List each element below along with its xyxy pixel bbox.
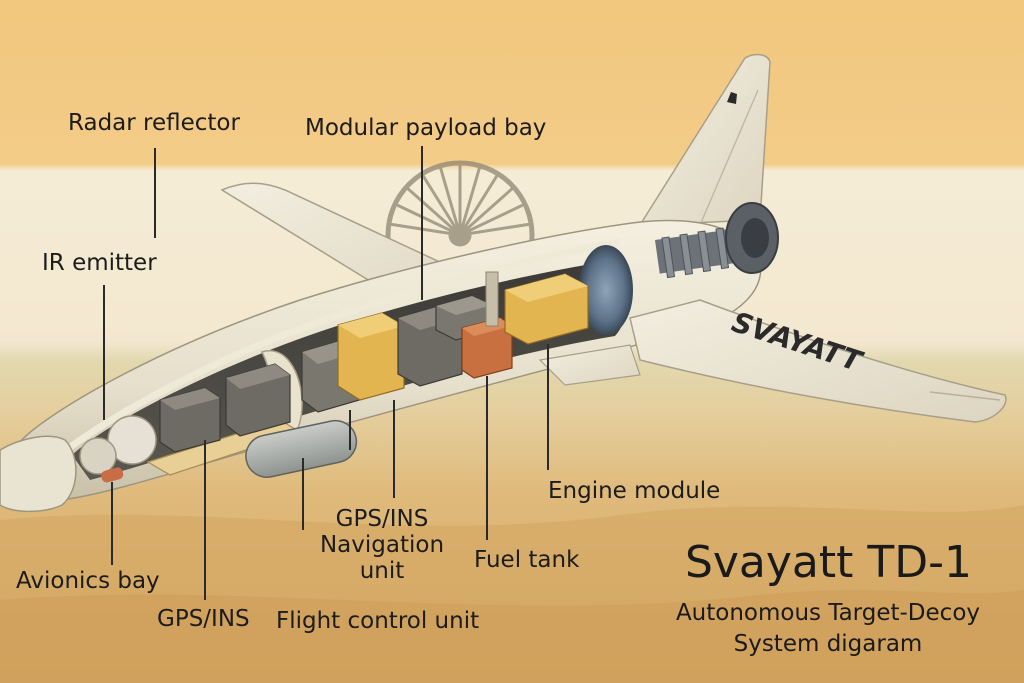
label-modular-payload-bay: Modular payload bay bbox=[305, 115, 547, 141]
ventral-fin bbox=[538, 344, 641, 386]
diagram-title: Svayatt TD-1 bbox=[684, 537, 972, 588]
fuel-tank-box bbox=[461, 317, 513, 379]
bay-rim bbox=[57, 238, 621, 458]
label-gps-ins-nav-line3: unit bbox=[359, 558, 405, 584]
label-gps-ins-nav-line1: GPS/INS bbox=[335, 506, 429, 532]
label-engine-module: Engine module bbox=[548, 478, 721, 504]
engine-module-box bbox=[504, 273, 589, 345]
nose-cone bbox=[0, 435, 77, 513]
label-flight-control-unit: Flight control unit bbox=[276, 608, 480, 634]
desert-dune bbox=[0, 590, 1024, 683]
ir-emitter-nozzle bbox=[101, 467, 124, 483]
chakra-emblem bbox=[385, 160, 535, 310]
engine-rings bbox=[661, 227, 730, 279]
diagram-subtitle-line1: Autonomous Target-Decoy bbox=[675, 600, 980, 626]
payload-rack-post bbox=[485, 271, 499, 327]
flight-control-box bbox=[225, 363, 291, 437]
external-pod bbox=[245, 419, 358, 478]
label-gps-ins-nav-line2: Navigation bbox=[319, 532, 445, 558]
leader-lines bbox=[103, 146, 549, 600]
radar-reflector-sphere bbox=[107, 415, 157, 465]
lower-wing-flap bbox=[929, 391, 1001, 401]
lower-wing bbox=[629, 299, 1007, 423]
engine-nozzle-inner bbox=[741, 218, 769, 258]
diagram-subtitle-line2: System digaram bbox=[733, 631, 923, 657]
label-ir-emitter: IR emitter bbox=[42, 250, 157, 276]
ir-emitter-sphere bbox=[79, 437, 117, 475]
payload-yellow-box bbox=[337, 312, 405, 401]
label-fuel-tank: Fuel tank bbox=[474, 547, 580, 573]
label-gps-ins-navigation-unit: GPS/INS Navigation unit bbox=[312, 506, 452, 584]
label-radar-reflector: Radar reflector bbox=[68, 110, 240, 136]
tail-fin bbox=[638, 53, 771, 226]
tail-emblem-icon bbox=[727, 92, 737, 104]
label-avionics-bay: Avionics bay bbox=[16, 568, 160, 594]
tail-fin-edge bbox=[699, 89, 759, 226]
gps-ins-box bbox=[159, 387, 221, 453]
label-gps-ins: GPS/INS bbox=[157, 606, 250, 632]
diagram-subtitle: Autonomous Target-Decoy System digaram bbox=[676, 598, 980, 660]
